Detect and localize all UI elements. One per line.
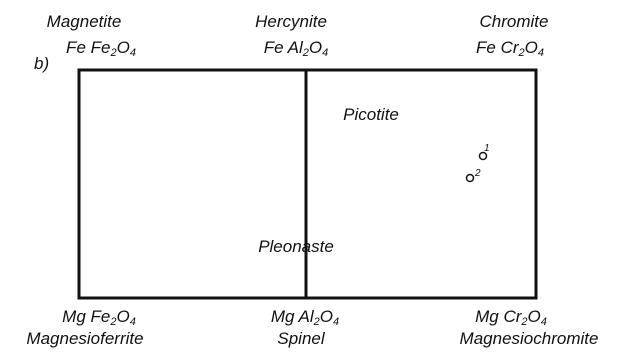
corner-name-spinel: Spinel [277,329,325,348]
formula-subscript: 2 [518,47,525,59]
formula-part: Mg Cr [475,307,522,326]
formula-subscript: 2 [521,316,528,328]
corner-formula-magnesioferrite: Mg Fe2O4 [62,308,136,328]
formula-part: O [319,307,334,326]
data-point-2-label: 2 [474,168,481,179]
formula-subscript: 2 [110,47,117,59]
corner-formula-spinel: Mg Al2O4 [271,308,339,328]
field-label-picotite: Picotite [343,105,399,124]
corner-formula-hercynite: Fe Al2O4 [264,39,329,59]
formula-part: O [308,38,323,57]
formula-part: Fe Al [263,38,303,57]
formula-subscript: 4 [129,316,136,328]
corner-name-magnetite: Magnetite [46,12,122,31]
formula-part: Fe Cr [476,38,519,57]
formula-subscript: 2 [313,316,320,328]
formula-part: O [524,38,538,57]
formula-subscript: 2 [110,316,117,328]
corner-name-magnesioferrite: Magnesioferrite [26,329,144,348]
formula-subscript: 2 [302,47,309,59]
corner-name-magnesiochromite: Magnesiochromite [459,329,599,348]
corner-formula-magnetite: Fe Fe2O4 [66,39,136,59]
data-point-1 [478,151,488,161]
formula-subscript: 4 [322,47,329,59]
field-label-pleonaste: Pleonaste [258,237,334,256]
formula-subscript: 4 [333,316,340,328]
formula-subscript: 4 [129,47,136,59]
data-point-1-label: 1 [484,143,490,154]
panel-label: b) [34,54,50,73]
formula-part: Mg Fe [62,307,111,326]
corner-name-chromite: Chromite [479,12,549,31]
corner-formula-chromite: Fe Cr2O4 [476,39,544,59]
data-point-2 [465,173,475,183]
formula-part: O [527,307,541,326]
corner-name-hercynite: Hercynite [255,12,327,31]
formula-part: Fe Fe [66,38,111,57]
formula-part: Mg Al [270,307,314,326]
formula-subscript: 4 [540,316,547,328]
formula-part: O [116,307,130,326]
formula-subscript: 4 [537,47,544,59]
corner-formula-magnesiochromite: Mg Cr2O4 [475,308,547,328]
formula-part: O [116,38,130,57]
